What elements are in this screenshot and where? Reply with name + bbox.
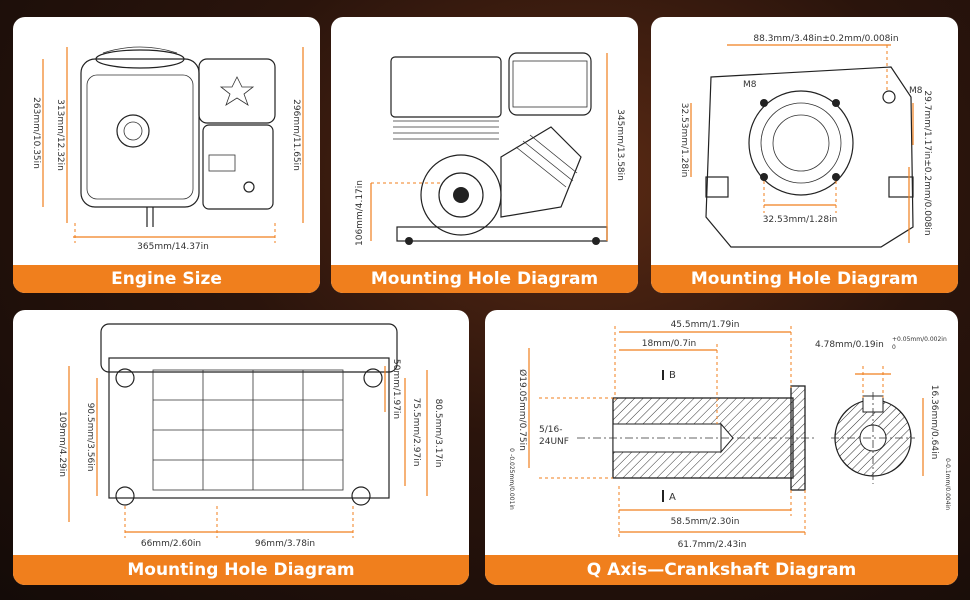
dim-diameter-tol-upper: 0 [508, 448, 515, 452]
panel-engine-size: 365mm/14.37in 313mm/12.32in 263mm/10.35i… [13, 17, 320, 293]
caption-mounting-bottom: Mounting Hole Diagram [13, 555, 469, 585]
dim-diameter-tol-lower: -0.025mm/0.001in [508, 454, 515, 510]
panel-mounting-hole-crankcase: 88.3mm/3.48in±0.2mm/0.008in M8 M8 32.53m… [651, 17, 958, 293]
dim-total-length: 61.7mm/2.43in [678, 540, 747, 550]
dim-hole-height: 90.5mm/3.56in [85, 403, 95, 472]
dim-thread-depth: 18mm/0.7in [642, 339, 697, 349]
dim-height-outer: 313mm/12.32in [55, 99, 65, 171]
caption-mounting-side: Mounting Hole Diagram [331, 265, 638, 293]
panel-crankshaft: 45.5mm/1.79in 18mm/0.7in 4.78mm/0.19in +… [485, 310, 958, 585]
mounting-crankcase-drawing: 88.3mm/3.48in±0.2mm/0.008in M8 M8 32.53m… [679, 34, 932, 248]
dim-depth: 296mm/11.65in [291, 99, 301, 171]
section-label-a: A [669, 492, 676, 503]
dim-upper-offset: 50mm/1.97in [391, 359, 401, 419]
dim-shaft-length: 58.5mm/2.30in [671, 517, 740, 527]
thread-size-line2: 24UNF [539, 437, 569, 447]
dim-shaft-diameter: Ø19.05mm/0.75in [517, 369, 528, 451]
dim-key-tol-upper: +0.05mm/0.002in [892, 336, 947, 343]
dim-right-height: 80.5mm/3.17in [433, 399, 443, 468]
crankshaft-drawing: 45.5mm/1.79in 18mm/0.7in 4.78mm/0.19in +… [508, 320, 951, 550]
dim-key-width: 4.78mm/0.19in [815, 340, 884, 350]
dim-vertical-spacing: 32.53mm/1.28in [679, 103, 689, 178]
dim-shaft-height: 106mm/4.17in [355, 180, 365, 246]
dim-key-depth-tol-upper: 0 [944, 458, 951, 462]
dim-height: 345mm/13.58in [615, 109, 625, 181]
mounting-side-drawing: 345mm/13.58in 106mm/4.17in [355, 52, 625, 246]
dim-horizontal-spacing: 32.53mm/1.28in [763, 215, 838, 225]
panel-mounting-hole-bottom: 109mm/4.29in 90.5mm/3.56in 50mm/1.97in 7… [13, 310, 469, 585]
dim-left-span: 66mm/2.60in [141, 539, 201, 549]
engine-size-drawing: 365mm/14.37in 313mm/12.32in 263mm/10.35i… [31, 46, 304, 252]
dim-height-inner: 263mm/10.35in [31, 97, 41, 169]
dim-offset: 29.7mm/1.17in±0.2mm/0.008in [922, 90, 932, 235]
mounting-bottom-drawing: 109mm/4.29in 90.5mm/3.56in 50mm/1.97in 7… [57, 323, 443, 549]
dim-overall-length: 45.5mm/1.79in [671, 320, 740, 330]
panel-mounting-hole-side: 345mm/13.58in 106mm/4.17in Mounting Hole… [331, 17, 638, 293]
dim-mid-height: 75.5mm/2.97in [411, 398, 421, 467]
section-label-b: B [669, 370, 676, 381]
label-m8-left: M8 [743, 80, 757, 90]
thread-size-line1: 5/16- [539, 425, 562, 435]
caption-crankshaft: Q Axis—Crankshaft Diagram [485, 555, 958, 585]
dim-key-tol-lower: 0 [892, 344, 896, 351]
dim-overall-height: 109mm/4.29in [57, 411, 67, 477]
dim-width: 365mm/14.37in [137, 242, 209, 252]
caption-engine-size: Engine Size [13, 265, 320, 293]
dim-key-depth-tol-lower: -0.1mm/0.004in [944, 462, 951, 510]
dim-right-span: 96mm/3.78in [255, 539, 315, 549]
caption-mounting-crankcase: Mounting Hole Diagram [651, 265, 958, 293]
dim-bolt-spacing: 88.3mm/3.48in±0.2mm/0.008in [753, 34, 898, 44]
label-m8-right: M8 [909, 86, 923, 96]
dim-key-depth: 16.36mm/0.64in [929, 385, 939, 460]
